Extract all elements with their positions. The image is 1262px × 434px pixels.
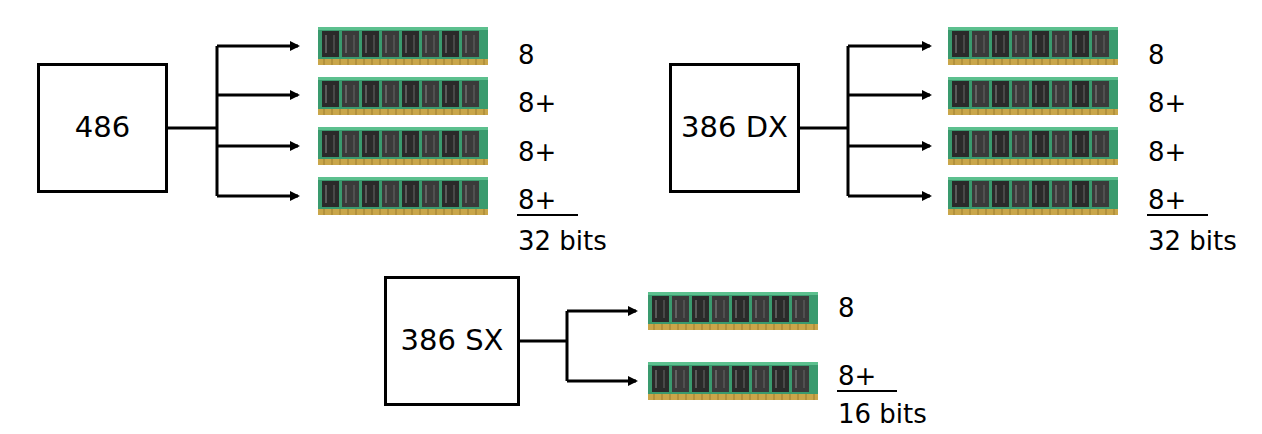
bit-width-label: 8+ — [518, 139, 556, 165]
bit-width-label: 16 bits — [838, 401, 927, 427]
bit-width-label: 8+ — [1148, 187, 1186, 213]
bus-wires — [168, 46, 930, 381]
cpu-name: 386 SX — [401, 325, 504, 357]
cpu-box: 386 SX — [384, 276, 520, 406]
cpu-name: 386 DX — [681, 112, 788, 144]
bit-width-label: 32 bits — [518, 228, 607, 254]
memory-modules — [318, 27, 1118, 400]
cpu-box: 486 — [37, 63, 168, 193]
sum-underlines — [517, 215, 1208, 391]
bit-width-label: 8 — [1148, 42, 1165, 68]
cpu-name: 486 — [75, 112, 130, 144]
bit-width-label: 8+ — [518, 90, 556, 116]
bit-width-label: 8+ — [1148, 139, 1186, 165]
bit-width-label: 8 — [838, 295, 855, 321]
bit-width-label: 32 bits — [1148, 228, 1237, 254]
bit-width-label: 8+ — [838, 363, 876, 389]
bit-width-label: 8 — [518, 42, 535, 68]
cpu-box: 386 DX — [669, 63, 800, 193]
bit-width-label: 8+ — [518, 187, 556, 213]
bit-width-label: 8+ — [1148, 90, 1186, 116]
